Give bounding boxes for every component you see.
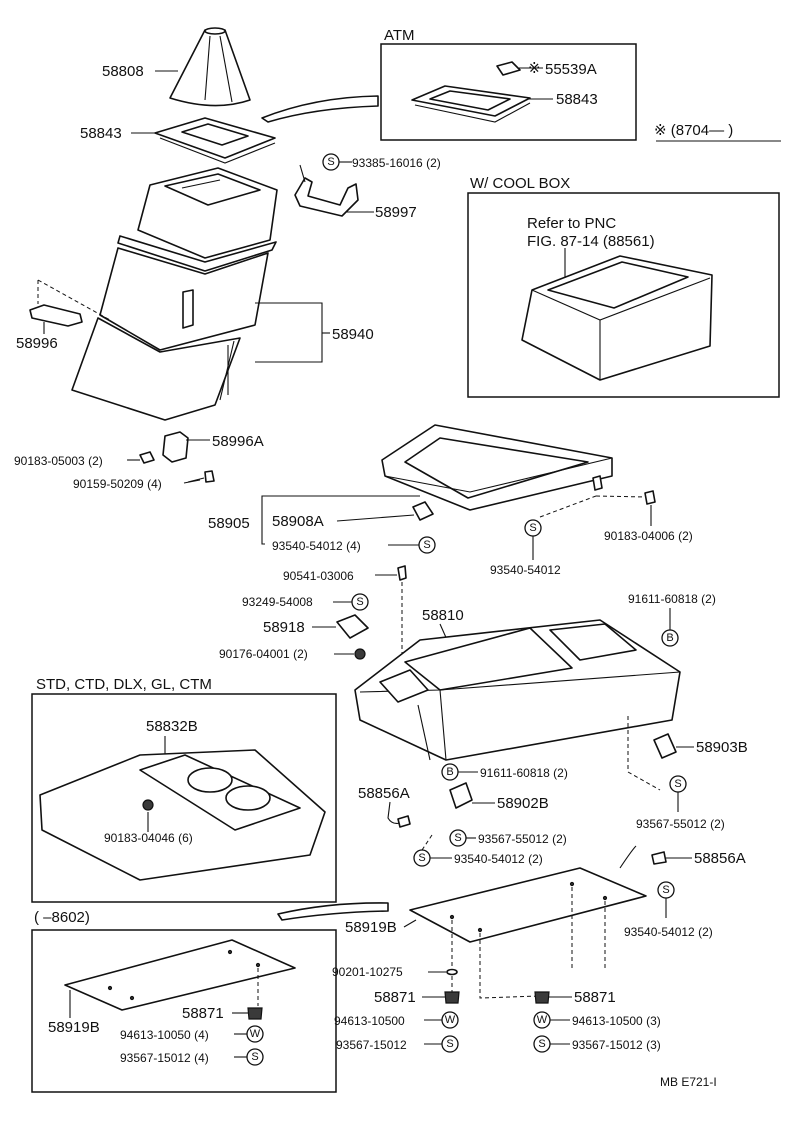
label-58905: 58905 [208, 515, 250, 532]
mat-58919b-box [64, 939, 296, 1011]
shift-boot [169, 27, 251, 107]
s-marker-93249 [351, 593, 369, 611]
label-58902b: 58902B [497, 795, 549, 812]
label-93567-15012-left: 93567-15012 [336, 1038, 407, 1052]
label-93567-15012-right: 93567-15012 (3) [572, 1038, 661, 1052]
label-58997: 58997 [375, 204, 417, 221]
label-58808: 58808 [102, 63, 144, 80]
cool-box-frame [467, 192, 780, 398]
svg-text:S: S [454, 832, 461, 844]
svg-text:S: S [418, 852, 425, 864]
label-90183-04006: 90183-04006 (2) [604, 529, 693, 543]
label-58903b: 58903B [696, 739, 748, 756]
label-58996a: 58996A [212, 433, 264, 450]
std-box [31, 693, 337, 903]
label-93540-b: 93540-54012 [490, 563, 561, 577]
label-93249: 93249-54008 [242, 595, 313, 609]
cool-box-label: W/ COOL BOX [470, 175, 570, 192]
w-marker-94613-left [441, 1011, 459, 1029]
s-marker-93567-box [246, 1048, 264, 1066]
mat-58919b-main [409, 867, 647, 943]
b-marker-91611-top [661, 629, 679, 647]
label-93540-a: 93540-54012 (4) [272, 539, 361, 553]
label-94613-left: 94613-10500 [334, 1014, 405, 1028]
label-90183-04046: 90183-04046 (6) [104, 831, 193, 845]
svg-text:W: W [445, 1014, 456, 1026]
label-58843-atm: 58843 [556, 91, 598, 108]
svg-text:S: S [251, 1051, 258, 1063]
label-58919b-box: 58919B [48, 1019, 100, 1036]
shift-plate [154, 117, 276, 164]
refer-line1: Refer to PNC [527, 215, 616, 232]
label-58996: 58996 [16, 335, 58, 352]
atm-box [380, 43, 637, 141]
range-8602: ( –8602) [34, 909, 90, 926]
footer-code: MB E721-I [660, 1075, 717, 1089]
s-marker-93567-left [441, 1035, 459, 1053]
std-label: STD, CTD, DLX, GL, CTM [36, 676, 212, 693]
label-93567-55012-a: 93567-55012 (2) [478, 832, 567, 846]
label-93540-c: 93540-54012 (2) [454, 852, 543, 866]
bracket-58997 [294, 164, 359, 217]
label-91611-mid: 91611-60818 (2) [480, 766, 568, 780]
svg-text:S: S [327, 156, 334, 168]
label-58810: 58810 [422, 607, 464, 624]
label-90541: 90541-03006 [283, 569, 354, 583]
svg-text:S: S [674, 778, 681, 790]
nut-90176-icon [354, 648, 366, 660]
label-58940: 58940 [332, 326, 374, 343]
svg-text:B: B [446, 766, 453, 778]
atm-plate [411, 61, 531, 123]
range-8704: ※ (8704— ) [654, 122, 733, 139]
label-58856a-right: 58856A [694, 850, 746, 867]
label-58832b: 58832B [146, 718, 198, 735]
console-58940 [71, 167, 278, 421]
w-marker-94613-box [246, 1025, 264, 1043]
svg-text:B: B [666, 632, 673, 644]
label-93540-d: 93540-54012 (2) [624, 925, 713, 939]
label-93385: 93385-16016 (2) [352, 156, 441, 170]
label-58918: 58918 [263, 619, 305, 636]
label-93567-box: 93567-15012 (4) [120, 1051, 209, 1065]
svg-text:W: W [250, 1028, 261, 1040]
label-58871-box: 58871 [182, 1005, 224, 1022]
range-8602-box [31, 929, 337, 1093]
label-58908a: 58908A [272, 513, 324, 530]
label-90201: 90201-10275 [332, 965, 403, 979]
label-90183-05003: 90183-05003 (2) [14, 454, 103, 468]
label-58856a-left: 58856A [358, 785, 410, 802]
svg-text:S: S [423, 539, 430, 551]
label-58871-right: 58871 [574, 989, 616, 1006]
label-58871-left: 58871 [374, 989, 416, 1006]
label-90176: 90176-04001 (2) [219, 647, 308, 661]
label-93567-55012-b: 93567-55012 (2) [636, 817, 725, 831]
svg-text:W: W [537, 1014, 548, 1026]
label-91611-top: 91611-60818 (2) [628, 592, 716, 606]
label-94613-right: 94613-10500 (3) [572, 1014, 661, 1028]
svg-text:S: S [356, 596, 363, 608]
svg-text:S: S [446, 1038, 453, 1050]
label-58919b-main: 58919B [345, 919, 397, 936]
lower-console [354, 619, 681, 761]
svg-text:S: S [662, 884, 669, 896]
hinge-58996a [139, 431, 215, 483]
label-58843: 58843 [80, 125, 122, 142]
label-55539a: 55539A [545, 61, 597, 78]
std-console [39, 749, 326, 881]
svg-text:S: S [529, 522, 536, 534]
label-94613-box: 94613-10050 (4) [120, 1028, 209, 1042]
armrest-lid [381, 424, 656, 521]
atm-label: ATM [384, 27, 415, 44]
svg-text:S: S [538, 1038, 545, 1050]
refer-line2: FIG. 87-14 (88561) [527, 233, 655, 250]
cool-box-part [521, 248, 713, 381]
bracket-58996 [29, 304, 83, 327]
label-90159: 90159-50209 (4) [73, 477, 162, 491]
